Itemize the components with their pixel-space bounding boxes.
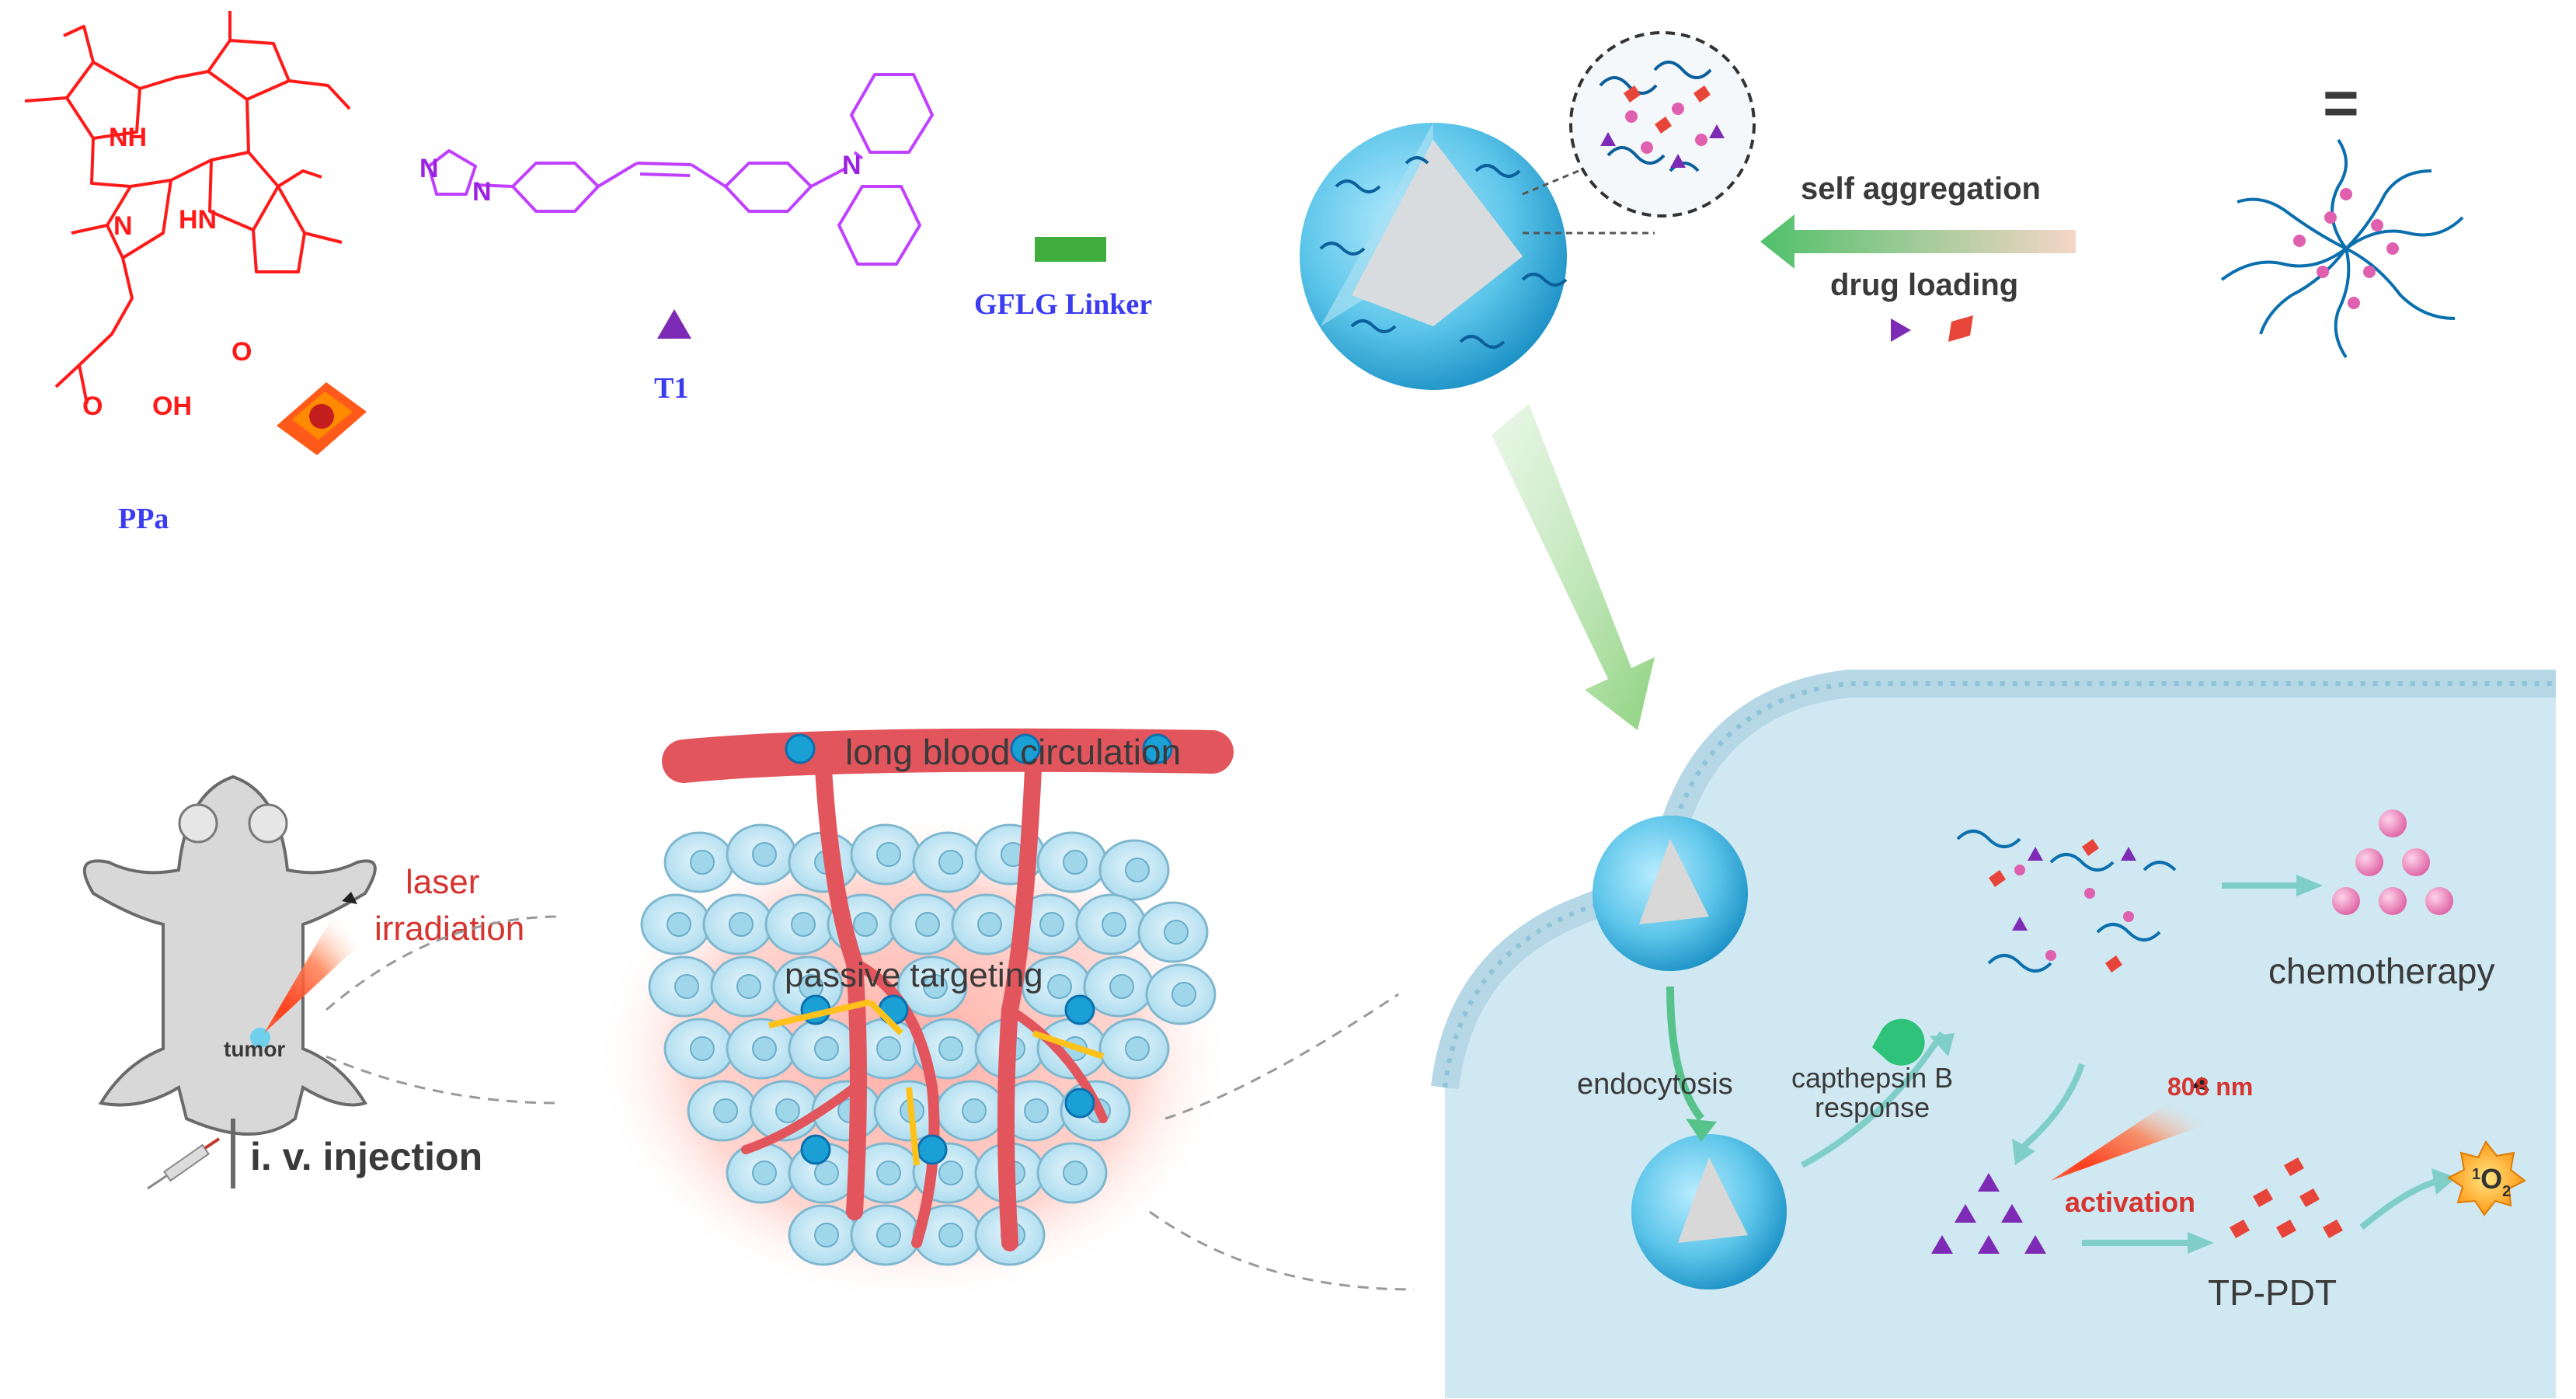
cell-nucleus xyxy=(876,1223,901,1248)
ppa-atom-n: N xyxy=(113,211,133,241)
gflg-linker-bar-icon xyxy=(1035,237,1106,262)
t1-atom-n3: N xyxy=(842,151,862,180)
cell-nucleus xyxy=(1164,920,1189,945)
tumor-label: tumor xyxy=(224,1037,285,1061)
ppa-atom-o: O xyxy=(82,392,103,421)
t1-atom-n2: N xyxy=(472,177,492,207)
cell-nucleus xyxy=(938,850,963,875)
cell-nucleus xyxy=(690,850,715,875)
nanoparticle-zoom-inset xyxy=(1522,31,1756,235)
cell-nucleus xyxy=(814,1161,839,1185)
cell-nucleus xyxy=(752,1161,777,1185)
cell-nucleus xyxy=(1102,912,1126,937)
zoom-guide-upper xyxy=(325,915,560,1011)
cell-nucleus xyxy=(876,842,901,867)
cell-nucleus xyxy=(752,1036,777,1061)
cell-nucleus xyxy=(1039,912,1064,937)
ppa-atom-nh: NH xyxy=(109,123,147,152)
mouse-icon xyxy=(82,774,377,1188)
t1-triangle-icon xyxy=(657,309,691,339)
cell-nucleus xyxy=(915,912,940,937)
self-aggregation-label: self aggregation xyxy=(1801,172,2041,206)
ppa-atom-o-ketone: O xyxy=(231,337,252,367)
tumor-tissue xyxy=(594,728,1234,1305)
cell-nucleus xyxy=(923,974,948,999)
cell-nucleus xyxy=(1063,1161,1088,1185)
cell-nucleus xyxy=(752,842,777,867)
cell-nucleus xyxy=(791,912,816,937)
drug-rhombus-icon xyxy=(1948,315,1973,342)
zoom-guide-tumor-upper xyxy=(1164,993,1399,1120)
nanoparticle-large xyxy=(1300,123,1568,390)
long-circulation-label: long blood circulation xyxy=(845,732,1181,772)
cell-nucleus xyxy=(713,1098,738,1123)
zoom-guide-tumor-lower xyxy=(1149,1210,1415,1291)
cell-nucleus xyxy=(876,1161,901,1185)
zoom-guide-lower xyxy=(325,1055,560,1105)
ppa-structure xyxy=(24,11,351,405)
cell-nucleus xyxy=(736,974,761,999)
cell-nucleus xyxy=(667,912,691,937)
cell-nucleus xyxy=(938,1223,963,1248)
cell-nucleus xyxy=(938,1161,963,1185)
ppa-atom-hn: HN xyxy=(179,205,217,235)
laser-beam-mouse xyxy=(264,901,373,1033)
activation-label: activation xyxy=(2065,1186,2195,1218)
passive-targeting-label: passive targeting xyxy=(785,956,1043,994)
injection-label: i. v. injection xyxy=(250,1135,482,1178)
chemotherapy-label: chemotherapy xyxy=(2268,951,2495,991)
equals-sign: = xyxy=(2323,68,2359,137)
cell-nucleus xyxy=(1125,858,1150,882)
ppa-atom-oh: OH xyxy=(152,392,192,421)
cell-nucleus xyxy=(1024,1098,1049,1123)
polymer-star-icon xyxy=(2220,138,2464,359)
cell-nucleus xyxy=(1125,1036,1150,1061)
cathepsin-label-line1: capthepsin B xyxy=(1791,1062,1953,1094)
cell-nucleus xyxy=(690,1036,715,1061)
gflg-linker-label: GFLG Linker xyxy=(974,288,1152,321)
cell-nucleus xyxy=(775,1098,800,1123)
cell-panel xyxy=(1431,670,2556,1398)
laser-808nm-label: 808 nm xyxy=(2167,1073,2253,1101)
singlet-oxygen-label: 1O2 xyxy=(2472,1163,2511,1200)
ppa-label: PPa xyxy=(118,503,169,535)
cell-nucleus xyxy=(962,1098,987,1123)
t1-label: T1 xyxy=(654,372,688,405)
t1-atom-n1: N xyxy=(419,154,439,183)
tp-pdt-label: TP-PDT xyxy=(2208,1272,2337,1313)
cathepsin-label-line2: response xyxy=(1815,1091,1930,1123)
laser-label: laser xyxy=(406,863,479,901)
endocytosis-label: endocytosis xyxy=(1577,1068,1733,1101)
cell-nucleus xyxy=(977,912,1002,937)
irradiation-label: irradiation xyxy=(374,910,524,948)
cell-nucleus xyxy=(814,1036,839,1061)
cell-nucleus xyxy=(729,912,754,937)
drug-loading-label: drug loading xyxy=(1830,268,2018,302)
ppa-rhombus-icon xyxy=(277,382,367,455)
cell-nucleus xyxy=(853,912,878,937)
t1-structure xyxy=(427,73,934,266)
drug-triangle-icon xyxy=(1891,318,1911,342)
laser-head-icon xyxy=(342,892,357,904)
cell-nucleus xyxy=(876,1036,901,1061)
self-aggregation-arrow xyxy=(1760,214,2076,269)
cell-nucleus xyxy=(1063,850,1088,875)
cell-nucleus xyxy=(1047,974,1072,999)
cell-nucleus xyxy=(938,1036,963,1061)
process-arrow xyxy=(1492,404,1655,730)
syringe-icon xyxy=(147,1137,221,1190)
cell-nucleus xyxy=(674,974,699,999)
cell-nucleus xyxy=(814,1223,839,1248)
cell-nucleus xyxy=(1171,982,1196,1007)
cell-nucleus xyxy=(1109,974,1134,999)
